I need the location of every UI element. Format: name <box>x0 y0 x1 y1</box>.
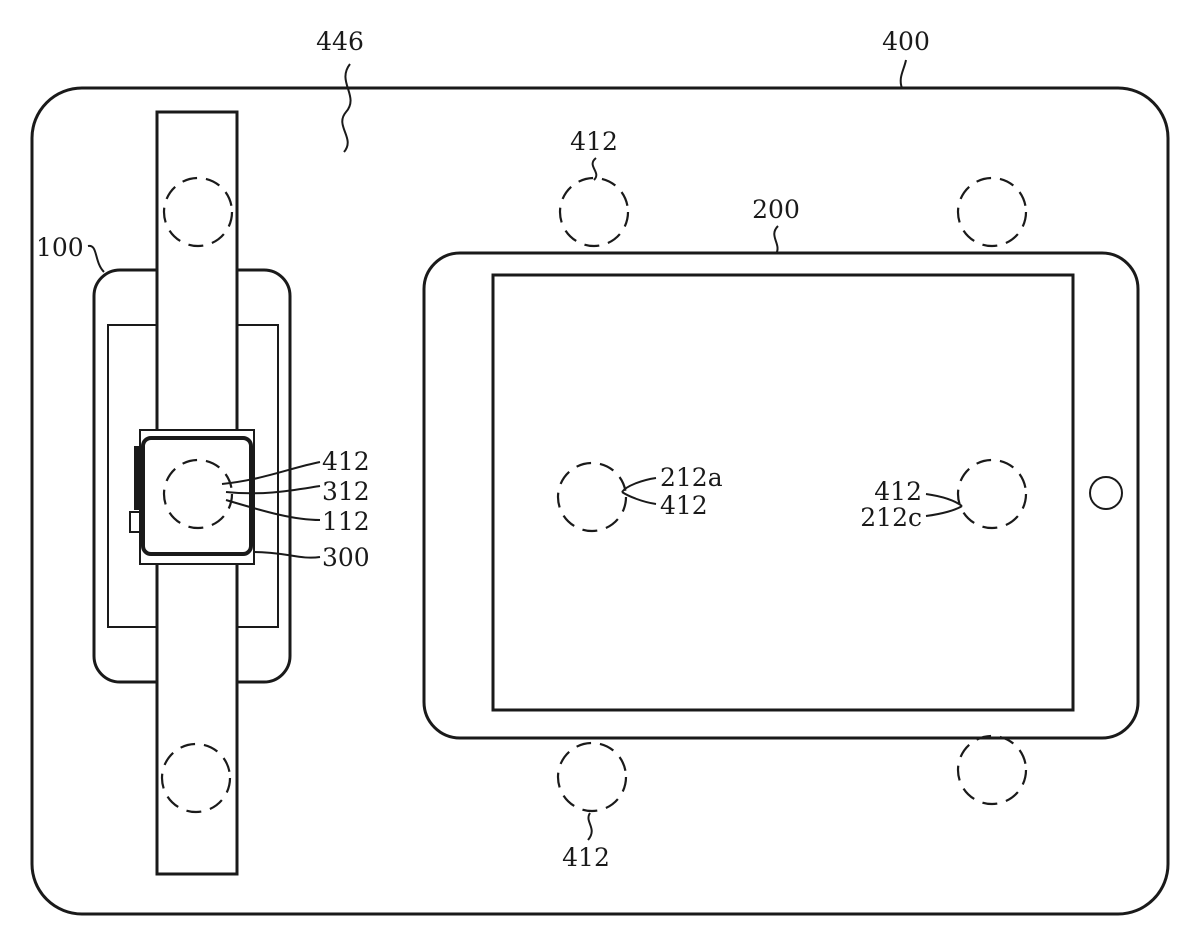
coil-top-left <box>558 176 630 248</box>
coil-band-top <box>162 176 234 248</box>
leader-412-watch <box>221 461 321 485</box>
label-312: 312 <box>322 477 370 506</box>
coil-top-right <box>956 176 1028 248</box>
label-100: 100 <box>36 233 84 262</box>
leader-412-bottom <box>587 812 593 841</box>
charging-pad <box>30 86 1170 916</box>
leader-200 <box>773 225 779 255</box>
tablet-device-screen <box>491 273 1075 712</box>
watch-crown <box>134 446 143 510</box>
label-412-tablet-right: 412 <box>874 477 922 506</box>
leader-446 <box>341 63 352 153</box>
label-412-bottom: 412 <box>562 843 610 872</box>
coil-watch <box>162 458 234 530</box>
coil-bottom-right <box>956 734 1028 806</box>
leader-400 <box>899 59 907 89</box>
label-212c: 212c <box>860 503 922 532</box>
watch-module-outer <box>139 429 255 565</box>
leader-212a <box>621 477 657 493</box>
coil-bottom-left <box>556 741 628 813</box>
tablet-home-button <box>1089 476 1123 510</box>
leader-300 <box>253 551 321 559</box>
label-446: 446 <box>316 27 364 56</box>
leader-312 <box>225 485 321 495</box>
label-412-tablet-left: 412 <box>660 491 708 520</box>
watch-side-button <box>129 511 141 533</box>
label-400: 400 <box>882 27 930 56</box>
coil-tablet-right <box>956 458 1028 530</box>
leader-112 <box>225 499 321 521</box>
leader-100 <box>87 244 105 273</box>
tablet-device-body <box>422 251 1140 740</box>
coil-tablet-left <box>556 461 628 533</box>
label-200: 200 <box>752 195 800 224</box>
label-300: 300 <box>322 543 370 572</box>
leader-412-top <box>591 157 598 181</box>
label-212a: 212a <box>660 463 723 492</box>
label-412-watch: 412 <box>322 447 370 476</box>
leader-412-tablet-left <box>621 491 657 505</box>
label-412-top: 412 <box>570 127 618 156</box>
label-112: 112 <box>322 507 370 536</box>
leader-412-tablet-right <box>925 493 963 507</box>
leader-212c <box>925 505 963 517</box>
coil-band-bottom <box>160 742 232 814</box>
